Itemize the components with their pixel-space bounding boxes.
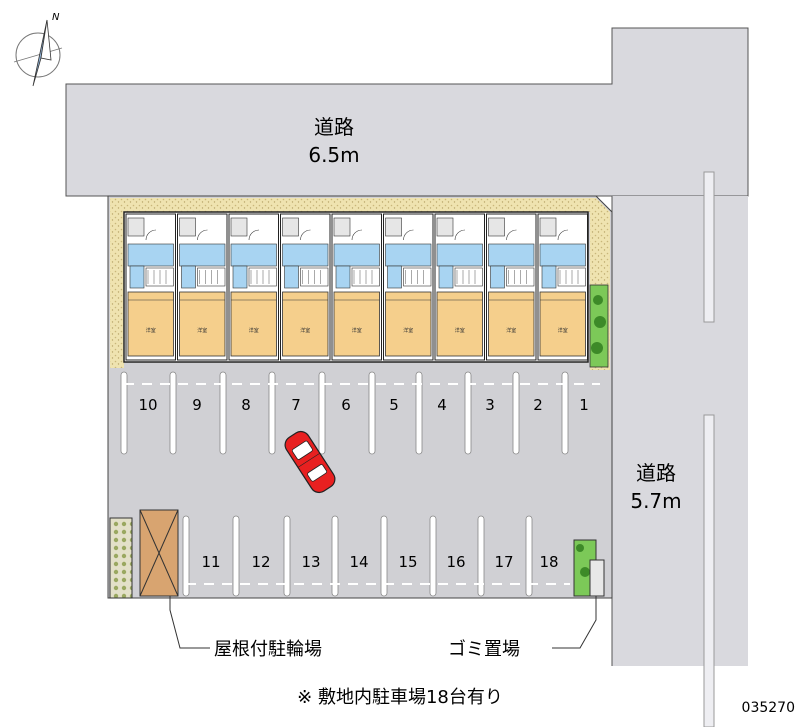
- parking-slot-label: 18: [539, 553, 558, 571]
- apartment-unit: 洋室: [537, 213, 588, 361]
- parking-line: [415, 371, 423, 455]
- road-right-width: 5.7m: [630, 489, 681, 513]
- parking-slot-label: 17: [494, 553, 513, 571]
- road-top: [65, 27, 749, 197]
- parking-slot-label: 15: [398, 553, 417, 571]
- room-label: 洋室: [506, 327, 516, 334]
- parking-slot-label: 6: [341, 396, 351, 414]
- parking-slot-label: 7: [291, 396, 301, 414]
- room-label: 洋室: [197, 327, 207, 334]
- parking-slot-label: 13: [301, 553, 320, 571]
- property-code: 035270: [742, 700, 795, 716]
- apartment-unit: 洋室: [177, 213, 228, 361]
- apartment-unit: 洋室: [434, 213, 485, 361]
- room-label: 洋室: [455, 327, 465, 334]
- parking-slot-label: 14: [349, 553, 368, 571]
- parking-slot-label: 2: [533, 396, 543, 414]
- apartment-unit: 洋室: [486, 213, 537, 361]
- parking-line: [477, 515, 485, 597]
- parking-row-top: 10 9 8 7 6 5 4 3 2 1: [138, 396, 588, 414]
- parking-slot-label: 1: [579, 396, 589, 414]
- road-top-name: 道路: [314, 115, 354, 139]
- parking-slot-label: 11: [201, 553, 220, 571]
- apartment-unit: 洋室: [280, 213, 331, 361]
- parking-line: [169, 371, 177, 455]
- greenery-right: [589, 284, 609, 368]
- apartment-unit: 洋室: [125, 213, 176, 361]
- parking-line: [380, 515, 388, 597]
- parking-line: [429, 515, 437, 597]
- parking-line: [268, 371, 276, 455]
- parking-slot-label: 9: [192, 396, 202, 414]
- apartment-unit: 洋室: [383, 213, 434, 361]
- parking-note: ※ 敷地内駐車場18台有り: [297, 687, 503, 708]
- parking-slot-label: 4: [437, 396, 447, 414]
- room-label: 洋室: [249, 327, 259, 334]
- parking-line: [512, 371, 520, 455]
- parking-line: [561, 371, 569, 455]
- room-label: 洋室: [403, 327, 413, 334]
- road-right-name: 道路: [636, 461, 676, 485]
- parking-line: [368, 371, 376, 455]
- car: [284, 430, 336, 494]
- parking-line: [219, 371, 227, 455]
- parking-line: [232, 515, 240, 597]
- parking-line: [331, 515, 339, 597]
- parking-slot-label: 8: [241, 396, 251, 414]
- parking-slot-label: 3: [485, 396, 495, 414]
- apartment-unit: 洋室: [331, 213, 382, 361]
- parking-lines: [120, 371, 600, 597]
- garbage-area: [552, 539, 605, 649]
- garbage-area-label: ゴミ置場: [448, 639, 520, 660]
- north-label: N: [52, 12, 60, 23]
- bicycle-shelter: [109, 509, 210, 649]
- parking-line: [318, 371, 326, 455]
- apartment-building: 洋室 洋室 洋室 洋室 洋室 洋室 洋室 洋室 洋室: [123, 211, 589, 363]
- parking-line: [283, 515, 291, 597]
- road-right: [611, 171, 748, 727]
- compass-icon: N: [13, 12, 63, 87]
- parking-line: [120, 371, 128, 455]
- parking-slot-label: 12: [251, 553, 270, 571]
- parking-slot-label: 16: [446, 553, 465, 571]
- room-label: 洋室: [146, 327, 156, 334]
- parking-slot-label: 5: [389, 396, 399, 414]
- parking-slot-label: 10: [138, 396, 157, 414]
- room-label: 洋室: [300, 327, 310, 334]
- parking-line: [182, 515, 190, 597]
- bicycle-shelter-label: 屋根付駐輪場: [214, 639, 322, 660]
- room-label: 洋室: [352, 327, 362, 334]
- road-top-width: 6.5m: [308, 143, 359, 167]
- room-label: 洋室: [558, 327, 568, 334]
- parking-line: [464, 371, 472, 455]
- parking-line: [525, 515, 533, 597]
- apartment-unit: 洋室: [228, 213, 279, 361]
- parking-row-bottom: 11 12 13 14 15 16 17 18: [201, 553, 558, 571]
